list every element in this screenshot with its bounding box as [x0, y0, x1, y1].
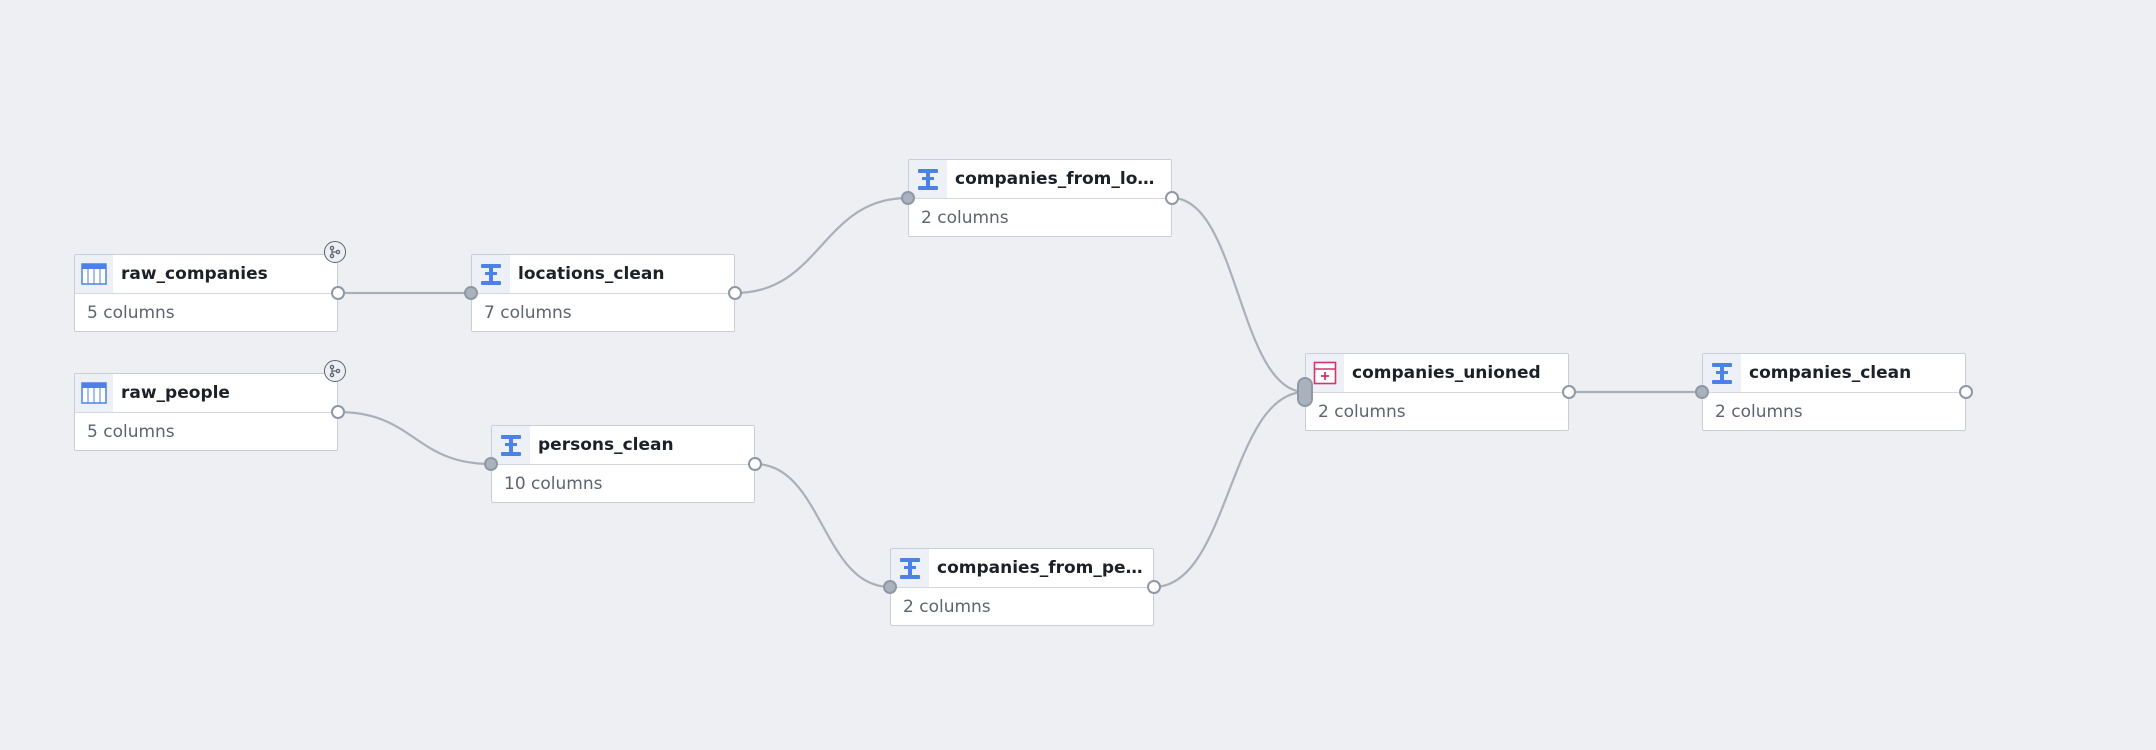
output-port[interactable] [1147, 580, 1161, 594]
transform-icon [472, 255, 510, 293]
node-header: companies_unioned [1306, 354, 1568, 393]
node-title: companies_from_people [937, 558, 1145, 578]
transform-icon [1703, 354, 1741, 392]
node-header: persons_clean [492, 426, 754, 465]
input-port[interactable] [464, 286, 478, 300]
node-persons-clean[interactable]: persons_clean 10 columns [491, 425, 755, 503]
node-column-count: 2 columns [1715, 402, 1803, 422]
node-header: companies_from_locatio… [909, 160, 1171, 199]
edge-companies_from_locations-to-companies_unioned [1171, 196, 1306, 394]
node-header: raw_companies [75, 255, 337, 294]
node-companies-clean[interactable]: companies_clean 2 columns [1702, 353, 1966, 431]
transform-icon [891, 549, 929, 587]
node-header: locations_clean [472, 255, 734, 294]
node-raw-companies[interactable]: raw_companies 5 columns [74, 254, 338, 332]
node-companies-from-locations[interactable]: companies_from_locatio… 2 columns [908, 159, 1172, 237]
node-title: companies_from_locatio… [955, 169, 1163, 189]
input-port[interactable] [1695, 385, 1709, 399]
node-title: companies_clean [1749, 363, 1912, 383]
node-column-count: 2 columns [1318, 402, 1406, 422]
edge-companies_from_people-to-companies_unioned [1153, 390, 1306, 589]
node-raw-people[interactable]: raw_people 5 columns [74, 373, 338, 451]
transform-icon [909, 160, 947, 198]
output-port[interactable] [1562, 385, 1576, 399]
node-header: companies_clean [1703, 354, 1965, 393]
node-companies-from-people[interactable]: companies_from_people 2 columns [890, 548, 1154, 626]
output-port[interactable] [331, 286, 345, 300]
node-header: raw_people [75, 374, 337, 413]
transform-icon [492, 426, 530, 464]
node-title: raw_people [121, 383, 230, 403]
table-icon [75, 255, 113, 293]
table-icon [75, 374, 113, 412]
node-column-count: 5 columns [87, 303, 175, 323]
node-column-count: 2 columns [921, 208, 1009, 228]
output-port[interactable] [331, 405, 345, 419]
edge-persons_clean-to-companies_from_people [754, 462, 891, 589]
node-title: companies_unioned [1352, 363, 1541, 383]
node-column-count: 2 columns [903, 597, 991, 617]
edge-raw_people-to-persons_clean [337, 410, 492, 466]
input-port[interactable] [883, 580, 897, 594]
node-header: companies_from_people [891, 549, 1153, 588]
node-title: persons_clean [538, 435, 674, 455]
node-column-count: 10 columns [504, 474, 603, 494]
branch-icon[interactable] [324, 360, 346, 382]
node-column-count: 5 columns [87, 422, 175, 442]
node-locations-clean[interactable]: locations_clean 7 columns [471, 254, 735, 332]
input-port[interactable] [901, 191, 915, 205]
multi-input-port[interactable] [1297, 377, 1313, 407]
node-companies-unioned[interactable]: companies_unioned 2 columns [1305, 353, 1569, 431]
input-port[interactable] [484, 457, 498, 471]
output-port[interactable] [748, 457, 762, 471]
node-column-count: 7 columns [484, 303, 572, 323]
node-title: locations_clean [518, 264, 665, 284]
output-port[interactable] [728, 286, 742, 300]
node-title: raw_companies [121, 264, 268, 284]
edge-locations_clean-to-companies_from_locations [734, 196, 909, 295]
branch-icon[interactable] [324, 241, 346, 263]
output-port[interactable] [1959, 385, 1973, 399]
output-port[interactable] [1165, 191, 1179, 205]
